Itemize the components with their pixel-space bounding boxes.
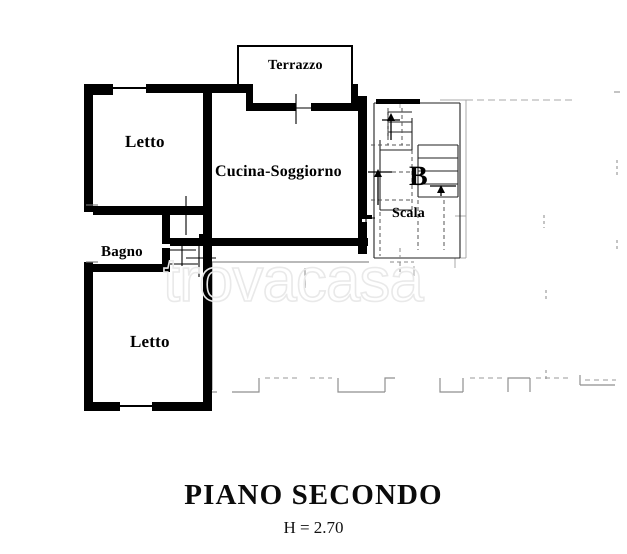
stairwell-top-bar	[376, 99, 420, 104]
lower-floor-outline	[209, 261, 615, 393]
room-label-scala: Scala	[392, 206, 425, 221]
stair-direction-arrows	[374, 113, 445, 193]
structural-walls	[84, 45, 368, 411]
stairwell-dashed-lines	[371, 108, 445, 256]
block-identifier-b: B	[409, 161, 428, 192]
opening-symbols	[86, 94, 375, 277]
room-label-terrazzo: Terrazzo	[268, 58, 323, 73]
wall-jambs	[199, 215, 372, 240]
room-label-letto-upper: Letto	[125, 132, 165, 151]
room-label-letto-lower: Letto	[130, 332, 170, 351]
floor-title: PIANO SECONDO	[184, 479, 443, 511]
plan-caption: PIANO SECONDO H = 2.70	[0, 470, 627, 536]
stair-arrow-stems	[368, 119, 456, 205]
ceiling-height: H = 2.70	[283, 518, 344, 538]
floor-plan-drawing	[84, 45, 620, 411]
lower-floor-dashes	[265, 377, 616, 381]
dimension-ticks	[304, 91, 620, 382]
room-label-cucina-soggiorno: Cucina-Soggiorno	[215, 163, 342, 180]
room-label-bagno: Bagno	[101, 244, 143, 260]
